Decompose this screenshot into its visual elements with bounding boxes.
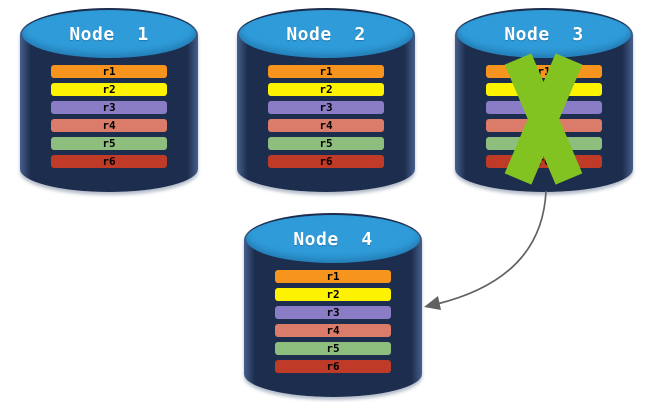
row-r5: r5 — [275, 342, 391, 355]
db-node-2: Node 2 r1 r2 r3 r4 r5 r6 — [237, 8, 415, 192]
row-label: r2 — [326, 288, 340, 301]
cylinder-top: Node 1 — [22, 10, 196, 58]
row-r2: r2 — [51, 83, 167, 96]
row-stack: r1 r2 r3 r4 r5 r6 — [275, 270, 391, 373]
row-r5: r5 — [268, 137, 384, 150]
row-r4: r4 — [51, 119, 167, 132]
row-r3: r3 — [51, 101, 167, 114]
cylinder-top: Node 2 — [239, 10, 413, 58]
db-node-4: Node 4 r1 r2 r3 r4 r5 r6 — [244, 213, 422, 397]
row-label: r6 — [326, 360, 340, 373]
row-label: r5 — [326, 342, 340, 355]
row-r3: r3 — [275, 306, 391, 319]
row-stack: r1 r2 r3 r4 r5 r6 — [51, 65, 167, 168]
db-node-1: Node 1 r1 r2 r3 r4 r5 r6 — [20, 8, 198, 192]
row-label: r3 — [102, 101, 116, 114]
row-r2: r2 — [275, 288, 391, 301]
row-r6: r6 — [275, 360, 391, 373]
cylinder-top: Node 3 — [457, 10, 631, 58]
row-label: r4 — [319, 119, 333, 132]
row-label: r2 — [102, 83, 116, 96]
row-r4: r4 — [268, 119, 384, 132]
node-title: Node 1 — [69, 23, 149, 45]
cylinder-top: Node 4 — [246, 215, 420, 263]
row-r1: r1 — [268, 65, 384, 78]
row-label: r6 — [319, 155, 333, 168]
node-title: Node 3 — [504, 23, 584, 45]
row-label: r1 — [319, 65, 333, 78]
row-label: r3 — [319, 101, 333, 114]
row-label: r6 — [102, 155, 116, 168]
row-label: r1 — [102, 65, 116, 78]
node-title: Node 2 — [286, 23, 366, 45]
row-label: r5 — [319, 137, 333, 150]
row-label: r3 — [326, 306, 340, 319]
row-r4: r4 — [275, 324, 391, 337]
row-r2: r2 — [268, 83, 384, 96]
row-label: r4 — [102, 119, 116, 132]
row-r1: r1 — [275, 270, 391, 283]
row-label: r1 — [326, 270, 340, 283]
row-r6: r6 — [268, 155, 384, 168]
failover-arrow-head-icon — [424, 296, 441, 310]
row-r5: r5 — [51, 137, 167, 150]
row-label: r2 — [319, 83, 333, 96]
row-r1: r1 — [51, 65, 167, 78]
row-r3: r3 — [268, 101, 384, 114]
row-label: r5 — [102, 137, 116, 150]
crossed-out-x-icon — [504, 53, 583, 185]
node-title: Node 4 — [293, 228, 373, 250]
row-r6: r6 — [51, 155, 167, 168]
failover-arrow-line — [436, 190, 547, 305]
row-stack: r1 r2 r3 r4 r5 r6 — [268, 65, 384, 168]
row-label: r4 — [326, 324, 340, 337]
